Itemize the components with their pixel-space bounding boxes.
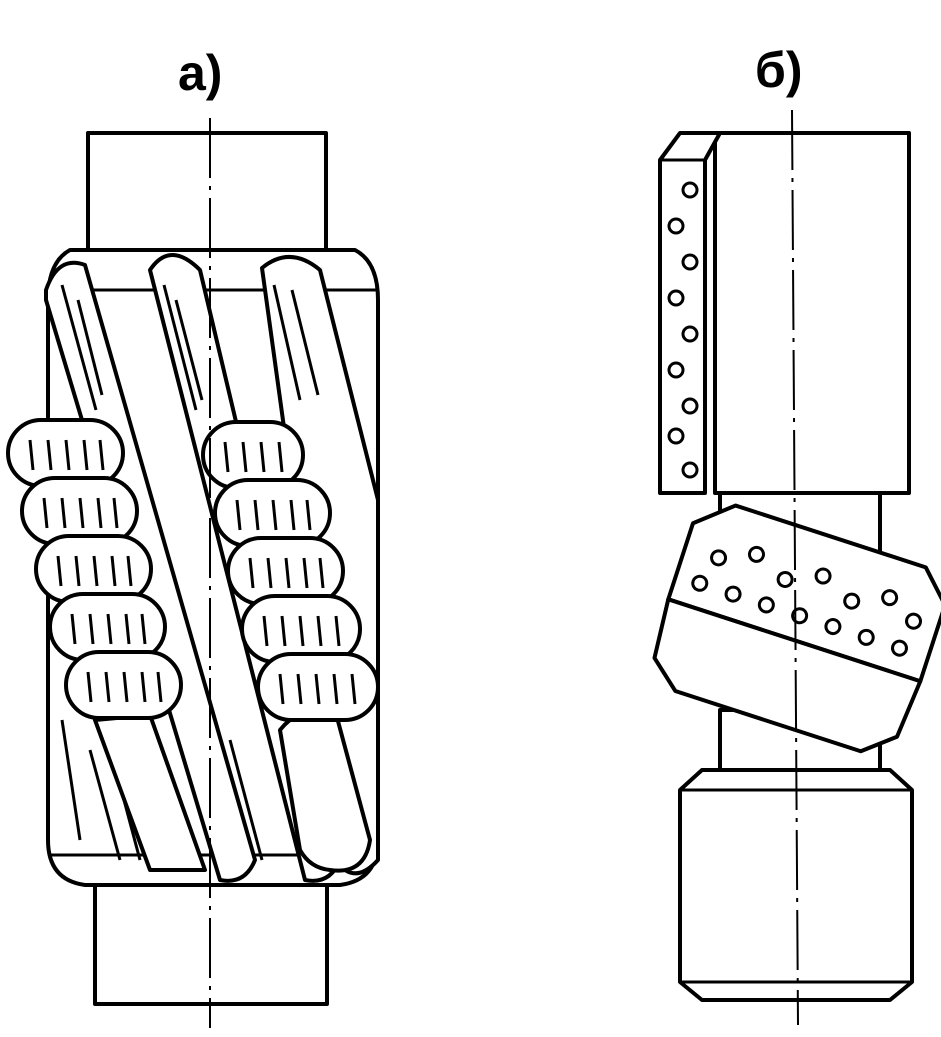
axis-line-b [791,109,799,1026]
strip-holes [667,181,699,479]
panel-b-reamer [652,109,941,1026]
panel-label-a: а) [178,45,223,101]
insert-left-5 [64,650,183,720]
insert-stack-right [201,420,380,722]
cutter-holes [691,545,923,657]
panel-label-b: б) [755,42,803,98]
cutter-bottom [652,597,923,754]
insert-stack-left [6,418,183,720]
lower-body [678,768,914,1002]
panel-a-stabilizer [6,118,380,1028]
top-pin [86,131,328,253]
upper-housing [713,131,911,495]
tilted-cutter [652,503,941,754]
